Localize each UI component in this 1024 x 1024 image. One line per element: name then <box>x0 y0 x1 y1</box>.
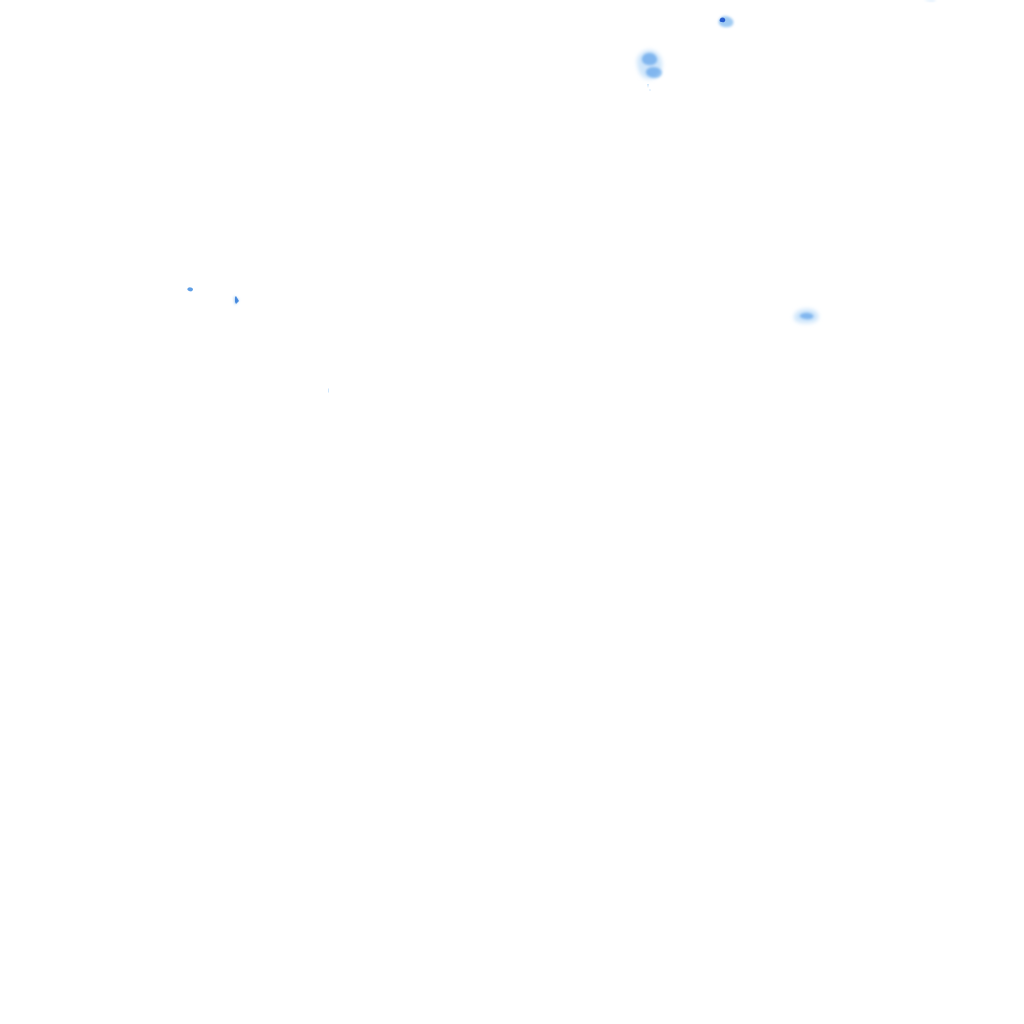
precip-echo-3 <box>924 0 936 2</box>
precip-echo-5 <box>234 296 239 305</box>
precip-echo-1 <box>718 16 734 28</box>
precip-echo-4 <box>187 287 193 292</box>
precip-echo-8 <box>649 89 651 91</box>
precip-echo-7 <box>328 388 329 393</box>
precip-echo-6 <box>793 308 819 324</box>
precip-echo-2 <box>636 49 663 88</box>
